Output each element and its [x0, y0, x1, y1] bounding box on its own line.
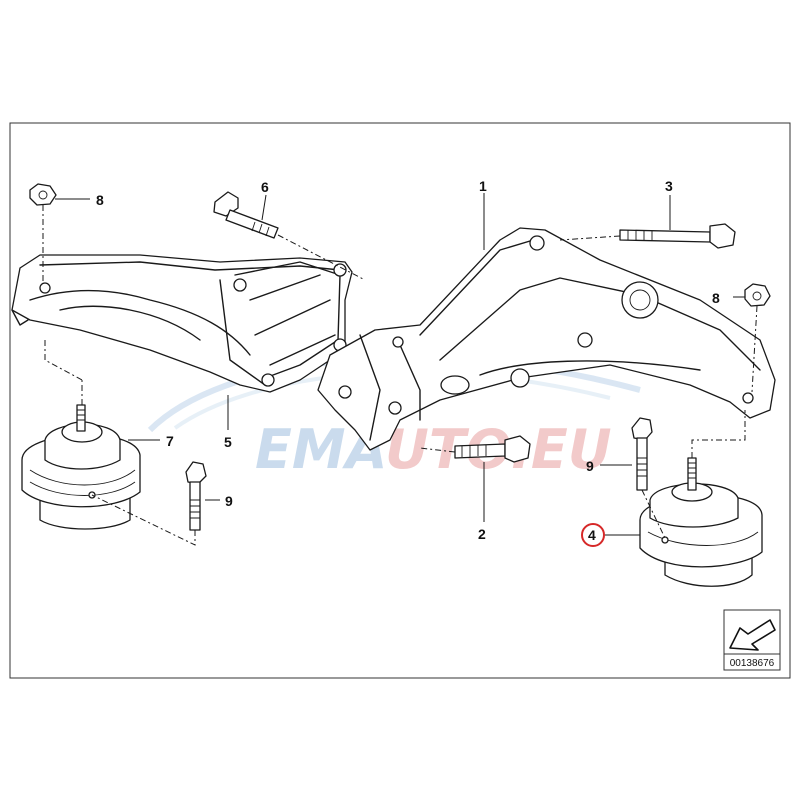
callout-7: 7: [166, 433, 174, 449]
callout-6: 6: [261, 179, 269, 195]
callout-9-left: 9: [225, 493, 233, 509]
callout-5: 5: [224, 434, 232, 450]
leader-lines: [55, 193, 745, 536]
svg-text:EMAUTO.EU: EMAUTO.EU: [255, 418, 612, 481]
callout-1: 1: [479, 178, 487, 194]
callout-8-left: 8: [96, 192, 104, 208]
bolt-9-right: [631, 417, 653, 491]
view-direction-arrow-icon: [723, 609, 781, 655]
callout-8-right: 8: [712, 290, 720, 306]
left-engine-bracket: [11, 254, 353, 393]
bolt-2: [454, 435, 531, 463]
callout-2: 2: [478, 526, 486, 542]
nut-8-right: [744, 283, 771, 307]
bolt-3: [619, 223, 736, 249]
callout-4-highlight-ring: [581, 523, 605, 547]
doc-number-box: [723, 653, 781, 671]
callout-3: 3: [665, 178, 673, 194]
callout-9-right: 9: [586, 458, 594, 474]
assembly-lines: [42, 205, 758, 546]
right-engine-mount: [639, 457, 763, 587]
doc-number: 00138676: [730, 658, 775, 669]
right-engine-bracket: [317, 227, 776, 451]
nut-8-left: [29, 183, 57, 206]
left-engine-mount: [21, 404, 141, 530]
bolt-6: [213, 191, 279, 239]
callout-4: 4: [588, 527, 596, 543]
